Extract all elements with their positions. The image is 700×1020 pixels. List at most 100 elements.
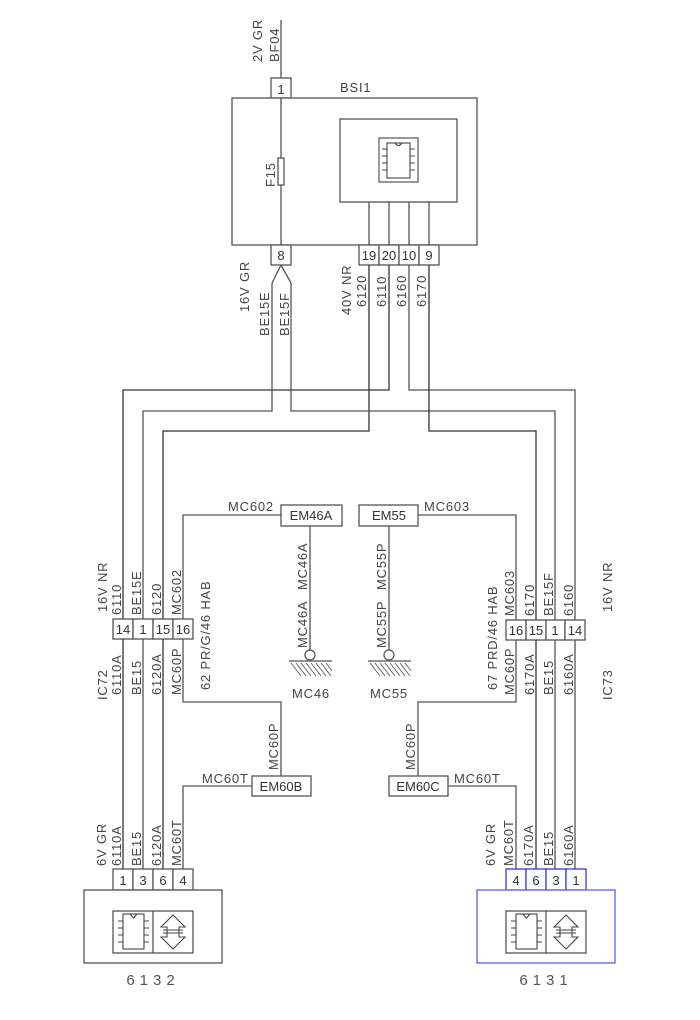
ic72-wire-top-4: MC602 xyxy=(169,569,184,615)
wire-mc60p-right xyxy=(417,640,517,776)
ic73-wire-top-3: BE15F xyxy=(541,572,556,616)
bsi1-name: BSI1 xyxy=(340,80,371,95)
ic73-name: IC73 xyxy=(600,669,615,700)
splice-em46a-label: EM46A xyxy=(290,508,333,523)
wire-label-mc46a-bottom: MC46A xyxy=(295,601,310,648)
bsi1-unit: 2V GR BF04 1 BSI1 F15 8 16V GR BE15E BE1… xyxy=(231,19,478,336)
ecu-6131-wire-1: MC60T xyxy=(501,819,516,866)
ecu-6132-pin-4-label: 4 xyxy=(179,873,186,888)
left-branch: MC602 EM46A MC46A MC46A MC46 14 1 15 16 … xyxy=(83,499,343,989)
bsi1-out-connector-label: 16V GR xyxy=(237,261,252,312)
ecu-6132-pin-6-label: 6 xyxy=(159,873,166,888)
ic72-pin-14-label: 14 xyxy=(116,622,130,637)
ic73-pin-1-label: 1 xyxy=(551,623,558,638)
ecu-6131-name: 6131 xyxy=(519,972,572,989)
wire-label-mc60t-left: MC60T xyxy=(202,771,249,786)
ecu-6132-wire-1: 6110A xyxy=(109,825,124,866)
ecu-6131-wire-4: 6160A xyxy=(561,824,576,866)
bsi1-supply-wire-label: BF04 xyxy=(267,28,282,62)
splice-em46a xyxy=(280,504,343,527)
ic73-wire-top-2: 6170 xyxy=(522,584,537,616)
wire-6170 xyxy=(428,265,537,620)
wire-be15f xyxy=(290,283,556,620)
ic72-wire-top-2: BE15E xyxy=(129,571,144,615)
ground-icon xyxy=(368,649,412,677)
splice-em60c-label: EM60C xyxy=(396,779,439,794)
bsi1-pin-9-label: 9 xyxy=(425,248,432,263)
ground-mc46-label: MC46 xyxy=(292,686,330,701)
wire-label-6170: 6170 xyxy=(414,275,429,307)
wire-label-mc60t-right: MC60T xyxy=(454,771,501,786)
harness-routing xyxy=(122,265,576,620)
wire-label-6120: 6120 xyxy=(354,275,369,307)
ic72-wire-bottom-2: BE15 xyxy=(129,660,144,695)
wire-6120 xyxy=(162,265,370,619)
ecu-6132-pin-1-label: 1 xyxy=(119,873,126,888)
ic72-wire-bottom-1: 6110A xyxy=(109,654,124,695)
wire-mc602 xyxy=(182,514,281,619)
ecu-6132-connector-label: 6V GR xyxy=(94,823,109,866)
wire-label-6160: 6160 xyxy=(394,275,409,307)
wire-mc60p-left xyxy=(182,639,282,776)
bsi1-pin-1-label: 1 xyxy=(277,82,284,97)
wire-label-be15e: BE15E xyxy=(257,292,272,336)
wire-6160 xyxy=(408,265,576,620)
ecu-6132-wire-3: 6120A xyxy=(149,824,164,866)
ic73-connector-label: 16V NR xyxy=(600,562,615,612)
ic72-pin-1-label: 1 xyxy=(139,622,146,637)
bsi1-pin-19-label: 19 xyxy=(362,248,376,263)
wire-be15e xyxy=(142,283,273,619)
bsi1-pin-8-label: 8 xyxy=(277,248,284,263)
wire-label-mc60p-right: MC60P xyxy=(403,723,418,770)
chip-icon xyxy=(511,913,542,950)
ground-mc55-label: MC55 xyxy=(370,686,408,701)
bsi1-bus-connector-label: 40V NR xyxy=(339,265,354,315)
wire-label-mc55p-top: MC55P xyxy=(374,543,389,590)
ic72-connector-label: 16V NR xyxy=(95,562,110,612)
bsi1-pin-20-label: 20 xyxy=(382,248,396,263)
bsi1-supply-connector-label: 2V GR xyxy=(250,19,265,62)
wire-label-mc602: MC602 xyxy=(228,499,274,514)
ic72-pin-15-label: 15 xyxy=(156,622,170,637)
ic72-name: IC72 xyxy=(95,669,110,700)
up-down-arrow-icon xyxy=(552,914,580,950)
ecu-6131-connector-label: 6V GR xyxy=(483,823,498,866)
wire-label-mc55p-bottom: MC55P xyxy=(374,601,389,648)
ecu-6131-pin-4-label: 4 xyxy=(512,873,519,888)
chip-icon xyxy=(378,137,419,183)
wire-mc60t-left xyxy=(182,785,252,869)
up-down-arrow-icon xyxy=(159,914,187,950)
chip-icon xyxy=(118,913,149,950)
splice-split-icon xyxy=(271,264,292,284)
ic73-wire-bottom-3: BE15 xyxy=(541,660,556,695)
ecu-6131-wire-2: 6170A xyxy=(521,824,536,866)
ecu-6131-pin-3-label: 3 xyxy=(552,873,559,888)
ic73-pin-15-label: 15 xyxy=(529,623,543,638)
fuse-icon xyxy=(277,157,285,186)
ic72-wire-bottom-3: 6120A xyxy=(149,653,164,695)
splice-em55-label: EM55 xyxy=(372,508,406,523)
right-branch: MC603 EM55 MC55P MC55P MC55 16 15 1 14 1… xyxy=(358,499,616,989)
bsi1-module-box xyxy=(339,118,458,203)
ecu-6131-pin-6-label: 6 xyxy=(532,873,539,888)
ic72-pin-16-label: 16 xyxy=(176,622,190,637)
bsi1-pin-10-label: 10 xyxy=(402,248,416,263)
ic73-wire-bottom-4: 6160A xyxy=(561,653,576,695)
ic73-wire-bottom-1: MC60P xyxy=(502,648,517,695)
wire-6110 xyxy=(122,265,390,619)
ic73-wire-bottom-2: 6170A xyxy=(522,653,537,695)
ic73-pin-16-label: 16 xyxy=(509,623,523,638)
ic73-pin-14-label: 14 xyxy=(568,623,582,638)
wire-label-mc60p-left: MC60P xyxy=(266,723,281,770)
ic72-wire-top-3: 6120 xyxy=(149,583,164,615)
wire-label-6110: 6110 xyxy=(374,276,389,307)
wire-label-mc603: MC603 xyxy=(424,499,470,514)
ecu-6132-name: 6132 xyxy=(126,972,179,989)
splice-em60b-label: EM60B xyxy=(260,779,303,794)
wire-mc60t-right xyxy=(448,785,517,869)
ic73-wire-top-1: MC603 xyxy=(502,570,517,616)
ic73-harness-label: 67 PRD/46 HAB xyxy=(485,586,500,690)
ic72-wire-bottom-4: MC60P xyxy=(169,648,184,695)
fuse-label: F15 xyxy=(263,162,278,187)
